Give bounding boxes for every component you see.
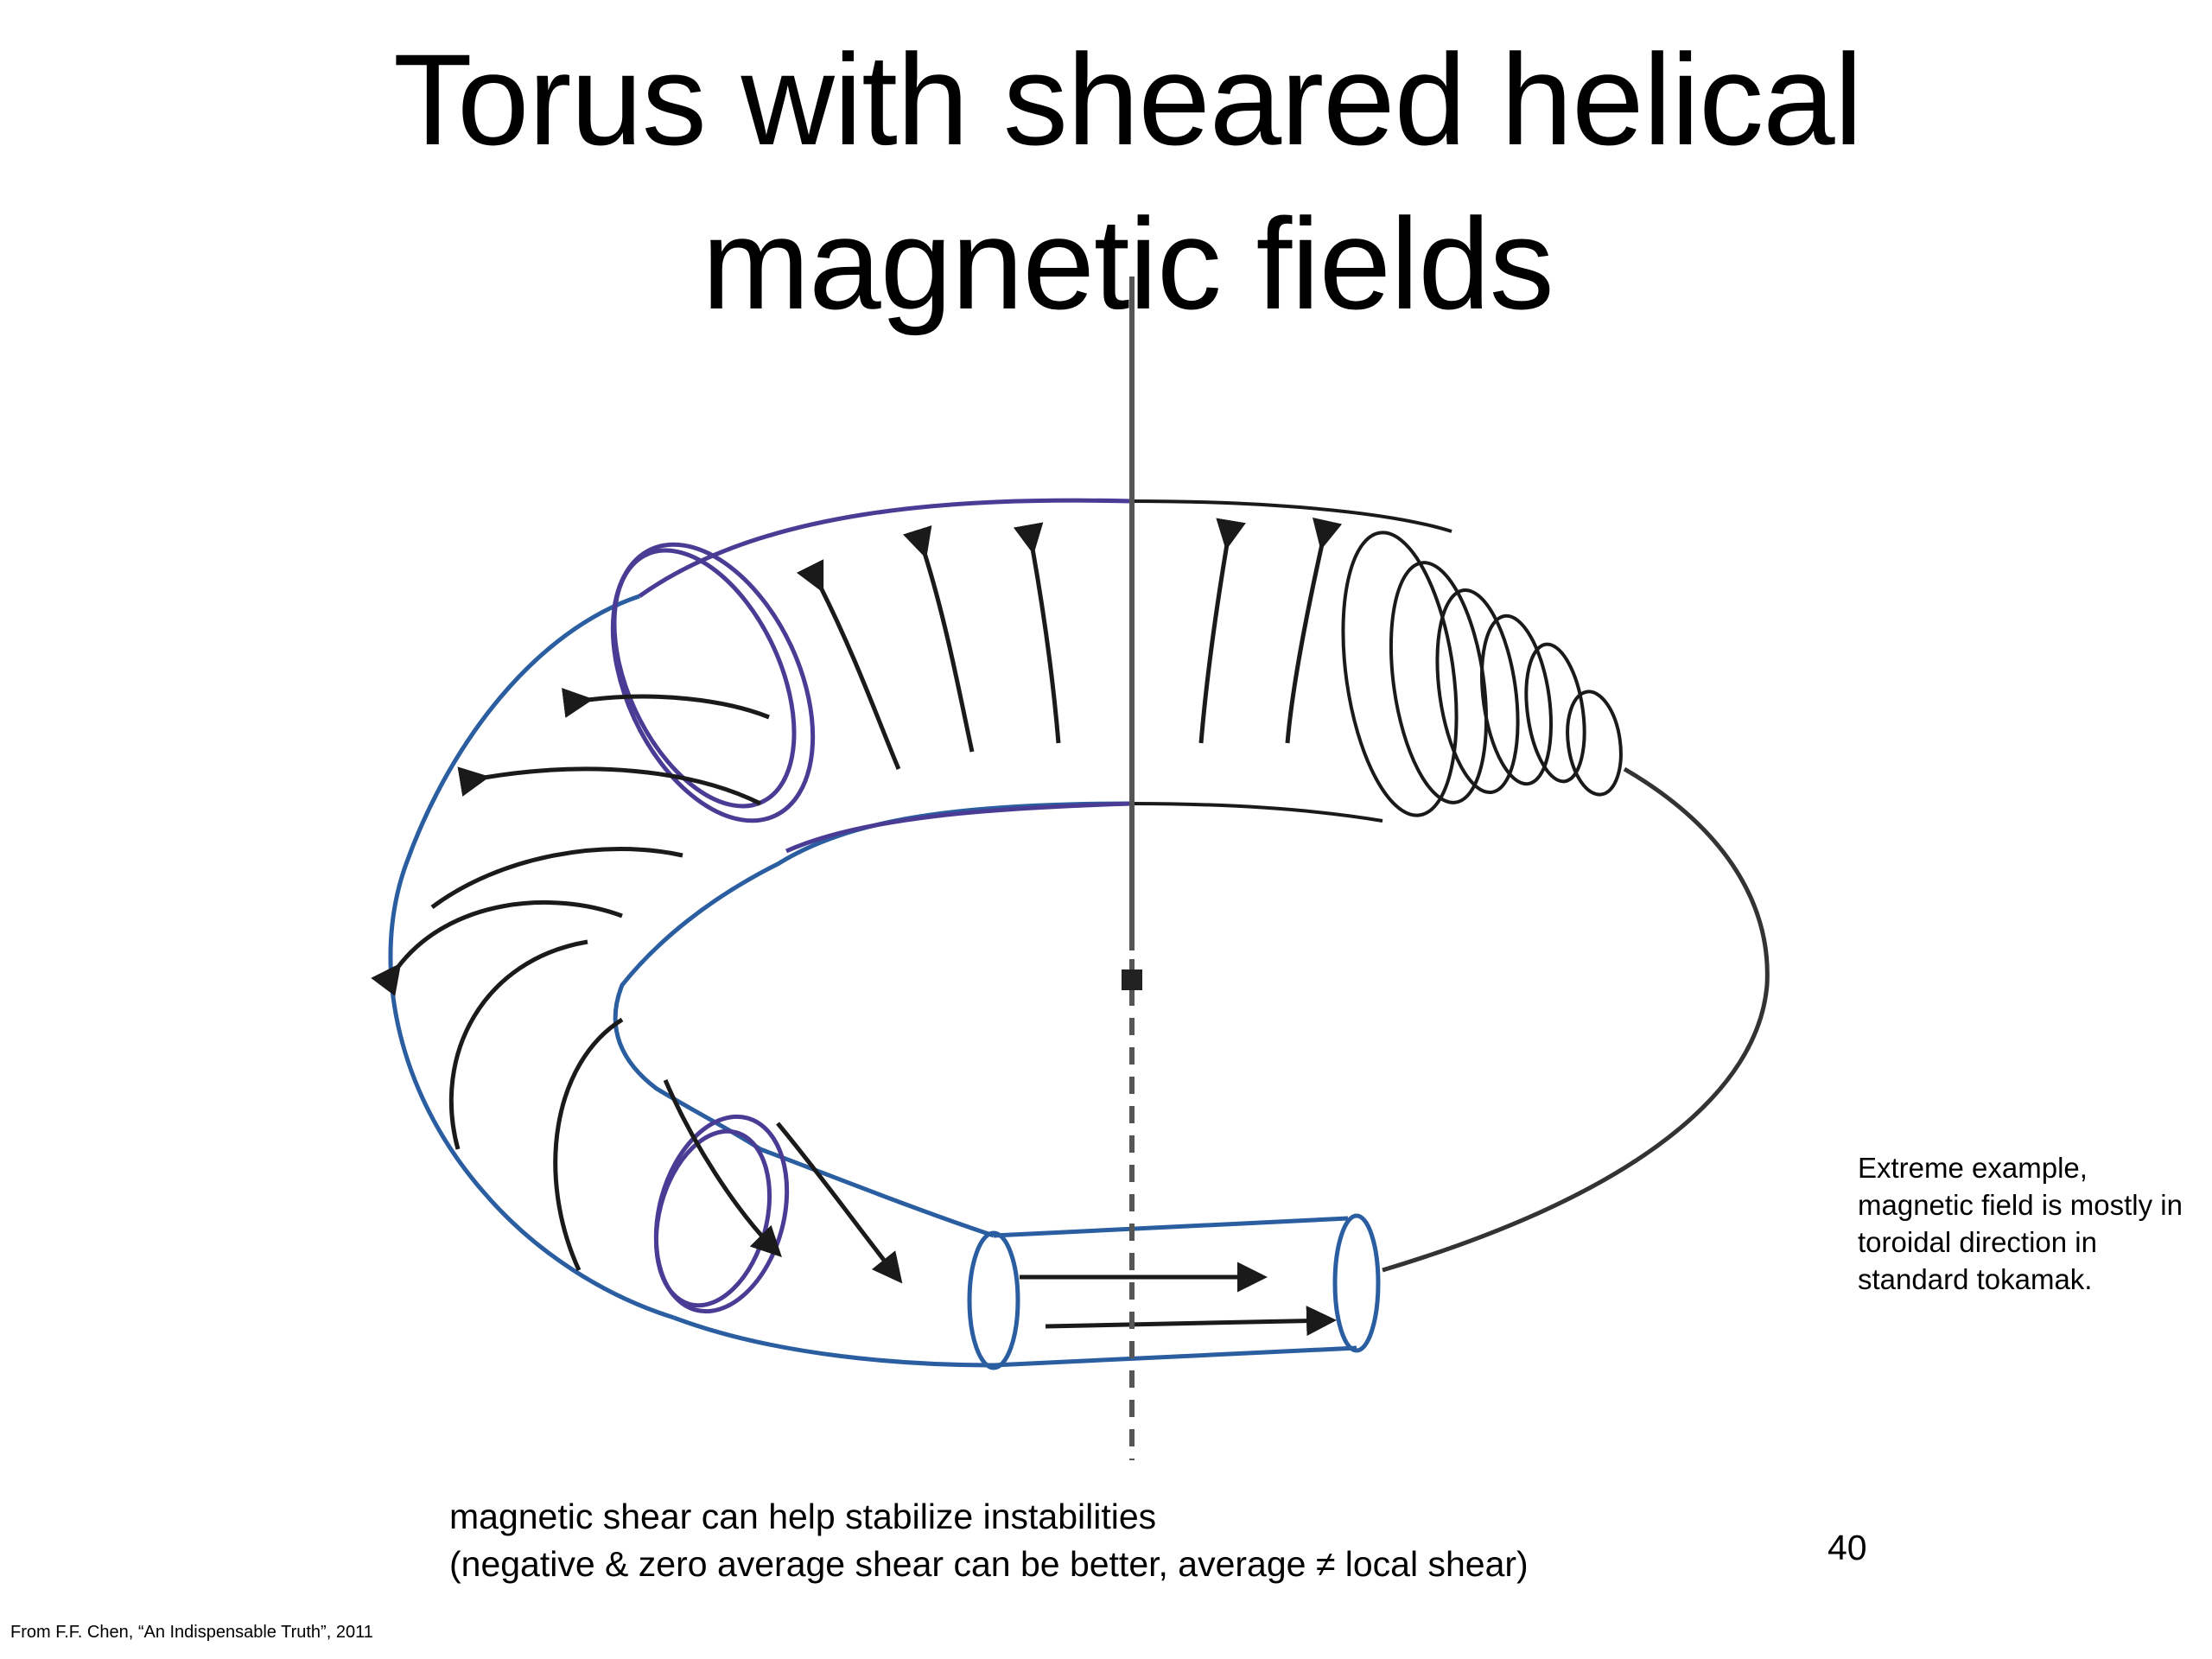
side-note: Extreme example, magnetic field is mostl… [1858,1149,2203,1298]
source-credit: From F.F. Chen, “An Indispensable Truth”… [10,1623,373,1642]
side-note-line-4: standard tokamak. [1858,1263,2093,1295]
slide-title: Torus with sheared helical magnetic fiel… [0,17,2212,346]
left-field-lines [371,688,903,1284]
side-note-line-2: magnetic field is mostly in [1858,1189,2183,1221]
side-note-line-1: Extreme example, [1858,1152,2088,1184]
cutaway-cylinder [967,1213,1381,1370]
top-field-lines [796,517,1343,770]
title-line-2: magnetic fields [702,191,1554,336]
cylinder-field-arrows [1020,1262,1337,1337]
left-cross-section [610,542,816,823]
axis-marker [1122,969,1142,990]
bottom-cross-section [653,1114,790,1314]
caption: magnetic shear can help stabilize instab… [449,1493,1529,1588]
side-note-line-3: toroidal direction in [1858,1226,2097,1258]
title-line-1: Torus with sheared helical [393,27,1863,172]
caption-line-1: magnetic shear can help stabilize instab… [449,1497,1157,1536]
caption-line-2: (negative & zero average shear can be be… [449,1544,1529,1584]
page-number: 40 [1827,1528,1867,1567]
right-back-rings [1131,499,1623,823]
back-loop [1382,766,1770,1273]
